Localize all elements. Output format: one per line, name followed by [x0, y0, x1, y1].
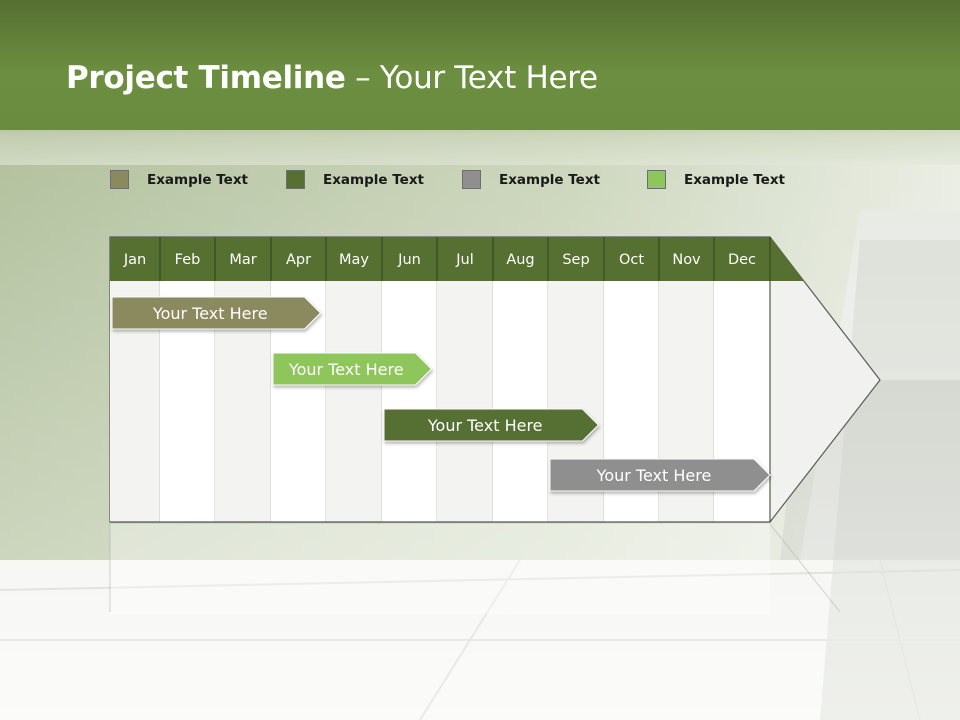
month-label-nov: Nov [672, 252, 701, 268]
task-bar-shape [111, 296, 322, 330]
month-header: Jan Feb Mar Apr May Jun Jul Aug Sep Oct Nov Dec [110, 237, 804, 522]
month-label-sep: Sep [562, 252, 589, 268]
month-column [437, 281, 493, 522]
legend-swatch-1 [110, 170, 129, 189]
legend-swatch-4 [647, 170, 666, 189]
task-bar-label: Your Text Here [427, 416, 543, 435]
task-bar-shape [549, 458, 771, 492]
month-label-dec: Dec [728, 252, 756, 268]
task-bar-3 [383, 408, 600, 442]
slide-title: Project Timeline – Your Text Here [66, 60, 598, 104]
task-bar-shape [272, 352, 433, 386]
task-bar-label: Your Text Here [152, 304, 268, 323]
month-label-apr: Apr [286, 252, 311, 268]
legend-swatch-3 [462, 170, 481, 189]
header-band [110, 237, 804, 281]
task-bar-label: Your Text Here [596, 466, 712, 485]
task-bar-label: Your Text Here [288, 360, 404, 379]
task-bar-shape [383, 408, 600, 442]
month-label-feb: Feb [175, 252, 201, 268]
month-label-oct: Oct [619, 252, 644, 268]
task-bar-1 [111, 296, 322, 330]
month-label-jan: Jan [123, 252, 146, 268]
month-label-may: May [339, 252, 369, 268]
month-label-jul: Jul [455, 252, 474, 268]
month-column [382, 281, 437, 522]
task-bar-4 [549, 458, 771, 492]
month-column [326, 281, 382, 522]
task-bar-2 [272, 352, 433, 386]
legend-label-1: Example Text [147, 172, 248, 188]
legend-label-4: Example Text [684, 172, 785, 188]
month-label-aug: Aug [506, 252, 534, 268]
legend-label-3: Example Text [499, 172, 600, 188]
title-bold: Project Timeline [66, 60, 346, 96]
month-label-jun: Jun [397, 252, 421, 268]
legend-swatch-2 [286, 170, 305, 189]
month-label-mar: Mar [229, 252, 256, 268]
title-rest: – Your Text Here [345, 60, 598, 96]
month-column [493, 281, 548, 522]
legend-label-2: Example Text [323, 172, 424, 188]
